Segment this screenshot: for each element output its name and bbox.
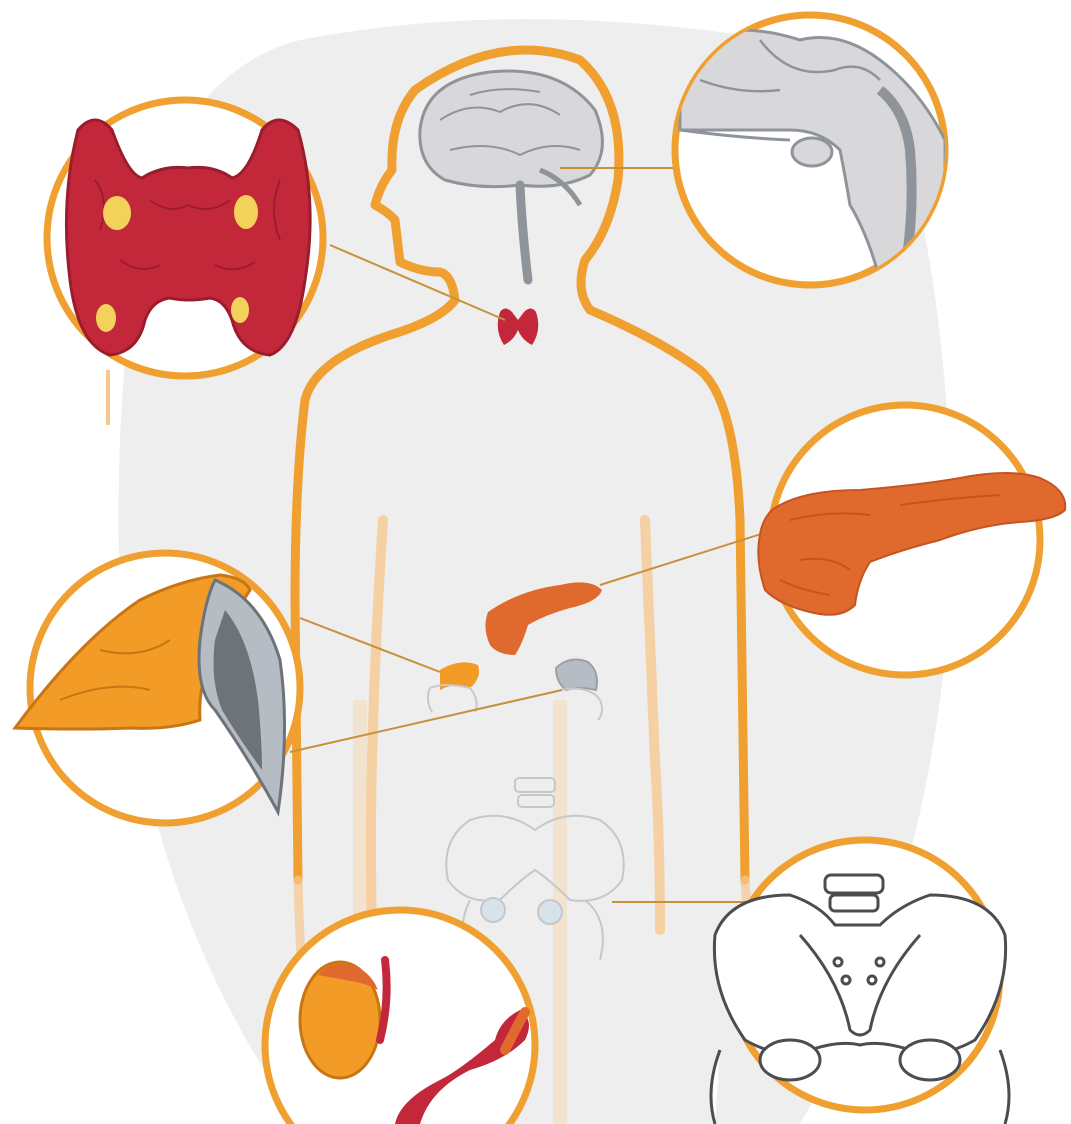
adrenal-inset <box>15 553 300 823</box>
pituitary-inset <box>675 15 945 285</box>
pancreas-inset <box>758 405 1065 675</box>
thyroid-inset <box>47 100 323 376</box>
